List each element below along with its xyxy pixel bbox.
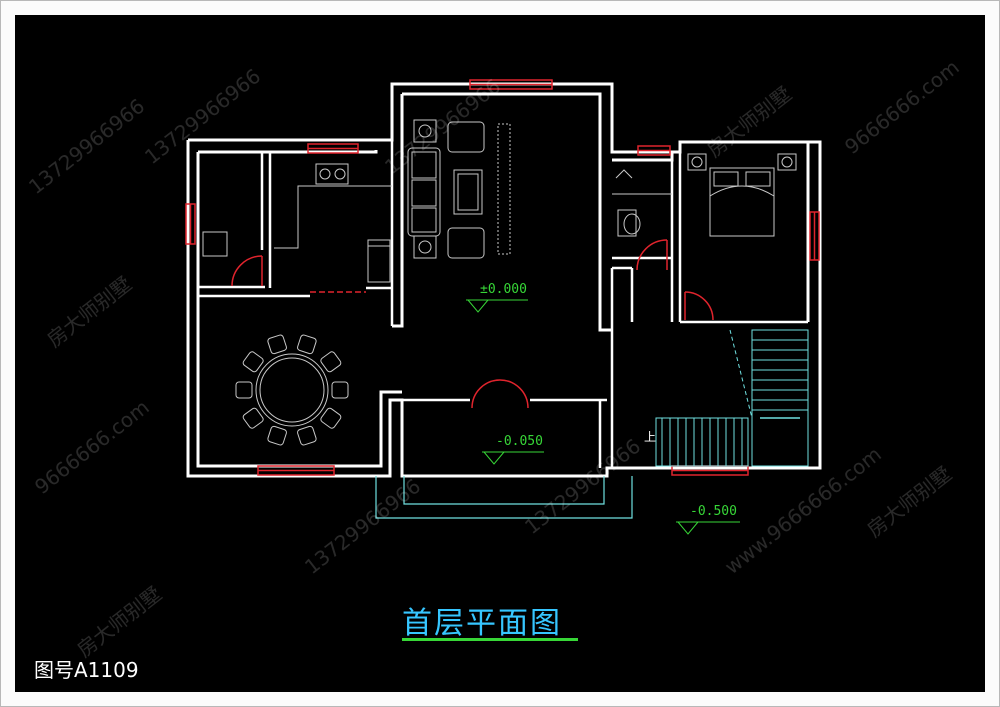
dining-chair xyxy=(235,381,253,399)
interior-walls xyxy=(198,140,808,468)
drawing-number: 图号A1109 xyxy=(34,658,139,682)
windows xyxy=(185,79,820,476)
dining-chair xyxy=(267,425,287,446)
floor-level-label: ±0.000 xyxy=(480,282,527,297)
terrace-outline xyxy=(375,476,633,519)
dining-chairs xyxy=(235,334,349,446)
title-underline xyxy=(402,638,578,641)
stair-up-label: 上 xyxy=(644,430,657,444)
dining-chair xyxy=(297,425,317,446)
living-room-furniture xyxy=(407,119,511,259)
level-markers xyxy=(466,299,740,535)
dining-chair xyxy=(242,407,264,429)
bathroom-fixtures xyxy=(612,169,672,237)
dining-chair xyxy=(320,407,342,429)
dining-chair xyxy=(297,334,317,355)
doors xyxy=(231,239,714,409)
dining-chair xyxy=(320,351,342,373)
kitchen-fixtures xyxy=(202,163,392,283)
porch-level-label: -0.050 xyxy=(496,434,543,449)
staircase xyxy=(655,329,809,467)
exterior-walls xyxy=(186,82,822,478)
drawing-title: 首层平面图 xyxy=(402,606,562,641)
bedroom-bed xyxy=(687,153,797,237)
dining-chair xyxy=(242,351,264,373)
dining-chair xyxy=(331,381,349,399)
exterior-level-label: -0.500 xyxy=(690,504,737,519)
drawing-canvas xyxy=(15,15,985,692)
dining-chair xyxy=(267,334,287,355)
dining-table xyxy=(255,353,329,427)
